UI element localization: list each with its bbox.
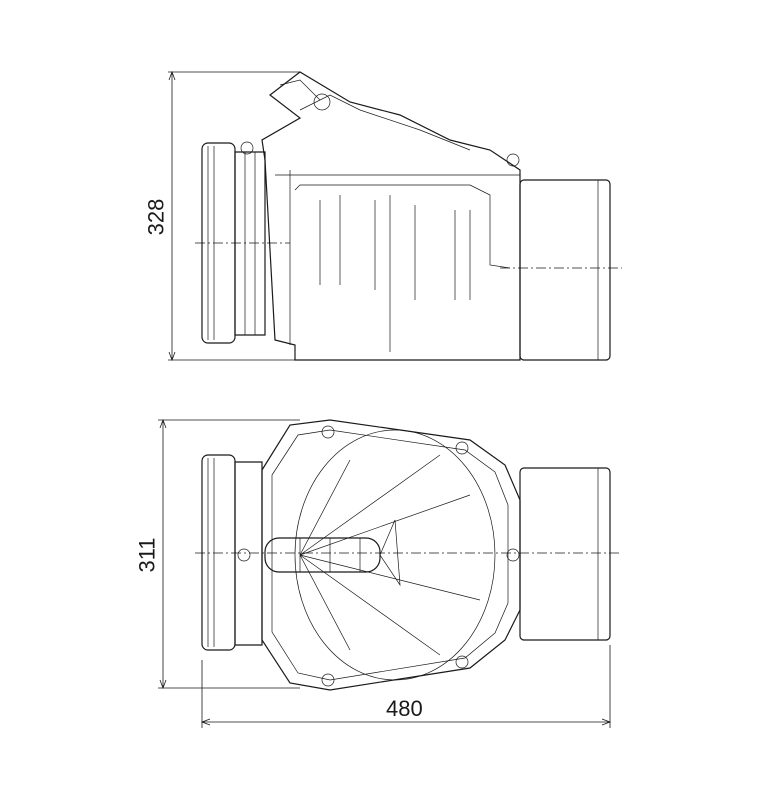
outlet-pipe bbox=[519, 179, 611, 361]
outlet-pipe bbox=[519, 467, 611, 641]
dimension-label-328: 328 bbox=[143, 198, 169, 236]
top-view bbox=[158, 418, 622, 728]
bolt-icons bbox=[237, 425, 520, 687]
inlet-pipe bbox=[201, 454, 236, 651]
dimension-line-480 bbox=[200, 645, 612, 728]
dimension-line-328 bbox=[168, 70, 300, 362]
side-view bbox=[168, 70, 622, 362]
centerline bbox=[195, 242, 622, 269]
flap-handle bbox=[264, 537, 381, 573]
dimension-line-311 bbox=[158, 418, 300, 690]
dimension-label-480: 480 bbox=[386, 696, 423, 721]
valve-body bbox=[261, 71, 521, 361]
dimension-label-311: 311 bbox=[134, 537, 160, 573]
